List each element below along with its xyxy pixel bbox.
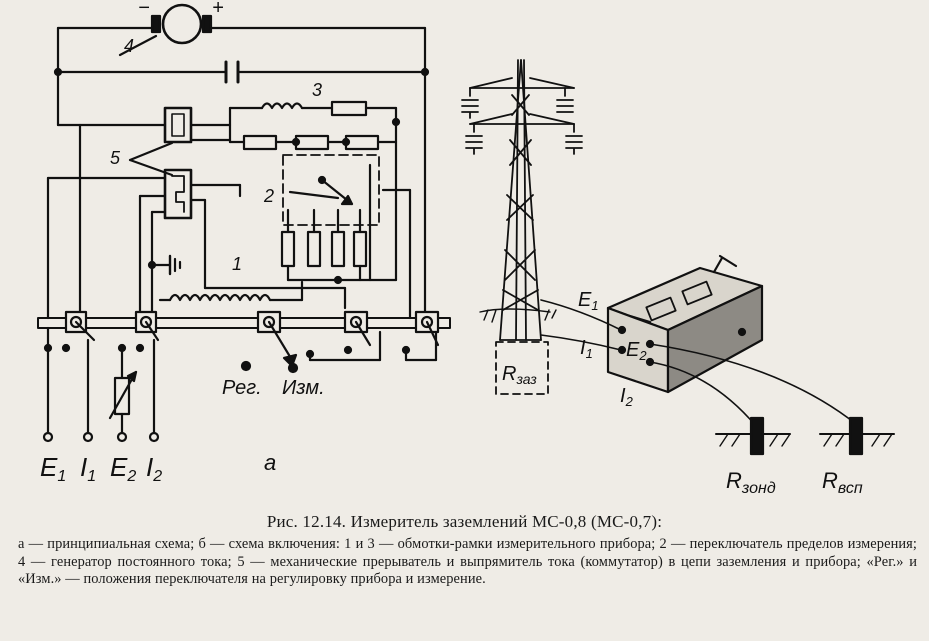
- r-vsp-sub: всп: [838, 480, 863, 497]
- svg-text:E2: E2: [110, 452, 136, 485]
- r-zaz-sub: заз: [515, 371, 537, 387]
- range-resistor-1: [280, 230, 296, 268]
- terminal-I1: [82, 431, 94, 443]
- schematic-a: [37, 3, 451, 443]
- dc-generator-symbol: [161, 3, 203, 45]
- winding-3-coil: [260, 102, 304, 110]
- term-I1-sub: 1: [87, 468, 96, 485]
- svg-text:Rзонд: Rзонд: [726, 468, 776, 497]
- svg-text:E1: E1: [40, 452, 66, 485]
- commutator-top: [163, 106, 193, 144]
- b-E1-sub: 1: [591, 298, 598, 313]
- izm-label: Изм.: [282, 377, 325, 399]
- r-zaz-label: R: [502, 363, 516, 385]
- b-E1-label: E: [578, 289, 592, 311]
- b-I1-sub: 1: [586, 346, 593, 361]
- terminal-E2: [116, 431, 128, 443]
- range-resistor-2: [306, 230, 322, 268]
- r-zond-label: R: [726, 468, 742, 493]
- b-I1-label: I: [580, 337, 586, 359]
- schematic-figure: − + 4 3 5 2 1 Рег. Изм. а E1 I1 E2 I2 E1…: [37, 0, 895, 497]
- terminal-I2: [148, 431, 160, 443]
- svg-text:E2: E2: [626, 339, 647, 363]
- term-E1-label: E: [40, 452, 58, 482]
- term-E2-label: E: [110, 452, 128, 482]
- switch-2: [134, 310, 160, 342]
- b-I2-label: I: [620, 385, 626, 407]
- winding-1-coil: [168, 293, 272, 302]
- caption-title: Рис. 12.14. Измеритель заземлений МС-0,8…: [266, 512, 663, 531]
- label-2: 2: [263, 186, 274, 206]
- svg-text:I2: I2: [146, 452, 162, 485]
- svg-text:I2: I2: [620, 385, 634, 409]
- term-E1-sub: 1: [57, 468, 66, 485]
- motor-plus-label: +: [212, 0, 224, 19]
- label-5: 5: [110, 148, 121, 168]
- switch-bar: [37, 317, 451, 329]
- b-E2-label: E: [626, 339, 640, 361]
- switch-3: [256, 310, 298, 368]
- part-a-label: а: [264, 450, 276, 475]
- range-resistor-3: [330, 230, 346, 268]
- switch-5: [414, 310, 440, 347]
- label-3: 3: [312, 80, 322, 100]
- term-I2-sub: 2: [152, 468, 162, 485]
- schematic-b: [461, 59, 895, 456]
- switch-1: [64, 310, 96, 342]
- figure-caption: Рис. 12.14. Измеритель заземлений МС-0,8…: [0, 512, 929, 589]
- probe-vsp: [848, 416, 864, 456]
- term-I1-label: I: [80, 452, 87, 482]
- motor-minus-label: −: [138, 0, 150, 19]
- caption-text: а — принципиальная схема; б — схема вклю…: [18, 536, 917, 587]
- resistor-top: [330, 100, 368, 117]
- r-zond-sub: зонд: [741, 480, 776, 497]
- svg-text:Rвсп: Rвсп: [822, 468, 863, 497]
- b-E2-sub: 2: [638, 348, 647, 363]
- transmission-tower: [461, 59, 583, 341]
- switch-4: [343, 310, 372, 347]
- r-vsp-label: R: [822, 468, 838, 493]
- probe-zond: [749, 416, 765, 456]
- label-1: 1: [232, 254, 242, 274]
- range-resistor-4: [352, 230, 368, 268]
- b-I2-sub: 2: [625, 394, 634, 409]
- r-zaz-box: [495, 341, 549, 395]
- svg-text:E1: E1: [578, 289, 599, 313]
- svg-text:Rзаз: Rзаз: [502, 363, 537, 387]
- svg-text:I1: I1: [80, 452, 96, 485]
- term-E2-sub: 2: [126, 468, 136, 485]
- label-4: 4: [124, 36, 134, 56]
- range-switch-box: [282, 154, 380, 226]
- svg-text:I1: I1: [580, 337, 593, 361]
- terminal-E1: [42, 431, 54, 443]
- commutator-5: [163, 168, 193, 220]
- reg-label: Рег.: [222, 377, 262, 399]
- term-I2-label: I: [146, 452, 153, 482]
- meter-instrument-box: [606, 254, 764, 394]
